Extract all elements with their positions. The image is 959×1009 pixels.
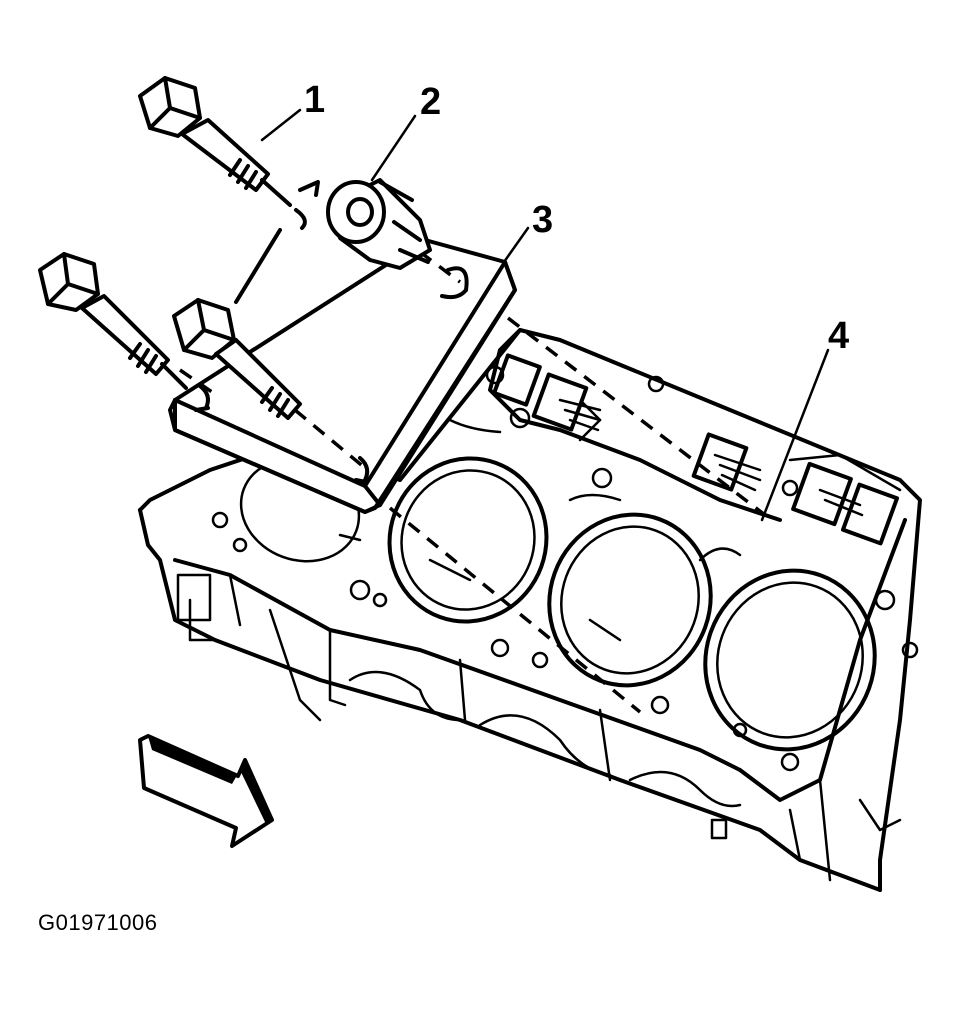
cylinder-bores xyxy=(239,456,877,752)
bolt-long-left xyxy=(38,252,188,390)
bolt-short xyxy=(172,298,302,420)
callout-3: 3 xyxy=(532,199,553,241)
lifter-valley xyxy=(485,328,902,546)
alignment-lines xyxy=(179,228,767,714)
front-direction-arrow-icon xyxy=(138,734,274,848)
leader-lines xyxy=(260,108,830,522)
engine-block xyxy=(138,328,922,892)
callout-4: 4 xyxy=(828,315,849,357)
bolt-long-top xyxy=(138,76,292,207)
deck-holes xyxy=(211,375,919,772)
callout-1: 1 xyxy=(304,79,325,121)
spacer-nut xyxy=(326,178,432,270)
deck-plate xyxy=(168,180,517,514)
figure-id-label: G01971006 xyxy=(38,910,158,935)
callout-2: 2 xyxy=(420,81,441,123)
